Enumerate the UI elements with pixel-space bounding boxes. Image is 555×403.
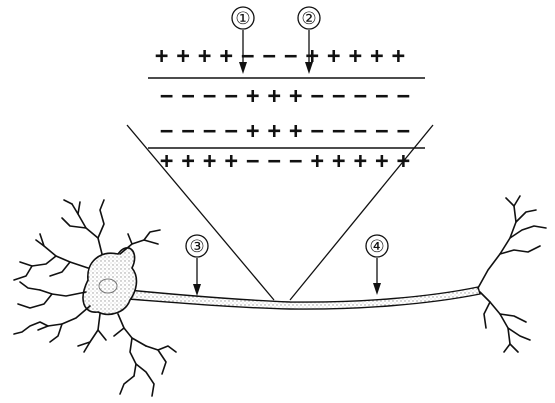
marker-1-circle xyxy=(231,6,255,30)
charge-row-outer-bottom: ++++−−−+++++ xyxy=(160,149,410,174)
marker-2: ② xyxy=(297,6,321,74)
marker-4: ④ xyxy=(365,234,389,295)
marker-1: ① xyxy=(231,6,255,74)
dendrites xyxy=(13,199,177,397)
marker-3: ③ xyxy=(185,234,209,296)
cell-body xyxy=(82,247,138,316)
charge-row-inner-top: −−−−+++−−−−− xyxy=(160,84,410,109)
marker-4-label: ④ xyxy=(369,237,384,257)
marker-2-circle xyxy=(297,6,321,30)
marker-2-label: ② xyxy=(301,9,316,29)
marker-4-arrowhead xyxy=(373,283,381,295)
marker-1-label: ① xyxy=(235,9,250,29)
axon xyxy=(127,286,481,310)
nucleus xyxy=(98,278,118,294)
marker-3-arrowhead xyxy=(193,284,201,296)
marker-3-circle xyxy=(185,234,209,258)
marker-2-arrowhead xyxy=(305,62,313,74)
charge-row-inner-bottom: −−−−+++−−−−− xyxy=(160,119,410,144)
marker-3-label: ③ xyxy=(189,237,204,257)
zoom-line-left xyxy=(126,124,275,301)
axon-terminals xyxy=(477,195,547,353)
marker-1-arrowhead xyxy=(239,62,247,74)
zoom-line-right xyxy=(289,124,434,301)
marker-4-circle xyxy=(365,234,389,258)
charge-row-outer-top: ++++−−−+++++ xyxy=(155,44,405,69)
